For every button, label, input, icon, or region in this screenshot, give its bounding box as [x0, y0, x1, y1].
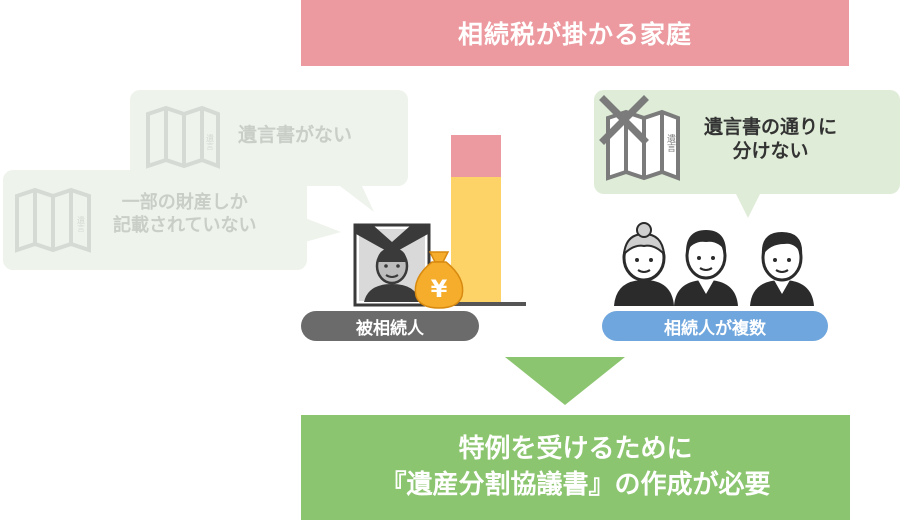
heir-man-icon	[674, 230, 738, 306]
will-document-icon: 遺言	[146, 105, 220, 169]
money-bag-symbol: ¥	[431, 275, 448, 303]
bubble-cannot-split-line1: 遺言書の通りに	[704, 116, 838, 138]
down-arrow-icon	[505, 357, 625, 405]
heir-young-man-icon	[750, 232, 814, 306]
heirs-label: 相続人が複数	[602, 311, 828, 341]
heir-woman-icon	[614, 222, 674, 306]
bubble-partial-assets: 遺言 一部の財産しか 記載されていない	[3, 170, 341, 270]
bubble-tail	[305, 218, 341, 242]
bar-top-segment	[451, 135, 501, 177]
bubble-partial-line2: 記載されていない	[113, 214, 257, 236]
decedent-label: 被相続人	[301, 311, 479, 341]
bubble-cannot-split: 遺言 遺言書の通りに 分けない	[594, 90, 900, 218]
heirs-group-icon	[614, 222, 814, 306]
bubble-no-will-text: 遺言書がない	[238, 124, 353, 146]
decedent-portrait-icon	[353, 223, 431, 307]
result-line1: 特例を受けるために	[458, 434, 693, 465]
bubble-tail	[340, 186, 374, 212]
will-document-label: 遺言	[665, 133, 676, 153]
money-bag-icon: ¥	[414, 251, 464, 309]
title-banner: 相続税が掛かる家庭	[301, 0, 849, 66]
result-box: 特例を受けるために 『遺産分割協議書』の作成が必要	[301, 415, 850, 520]
will-document-crossed-icon: 遺言	[599, 95, 680, 181]
will-document-label: 遺言	[77, 215, 86, 233]
will-document-label: 遺言	[206, 133, 215, 151]
decedent-label-text: 被相続人	[356, 318, 424, 339]
bubble-tail	[736, 194, 760, 218]
cross-icon	[599, 95, 649, 145]
result-line2: 『遺産分割協議書』の作成が必要	[380, 469, 771, 500]
bubble-partial-line1: 一部の財産しか	[121, 192, 248, 213]
title-text: 相続税が掛かる家庭	[457, 20, 692, 49]
heirs-label-text: 相続人が複数	[664, 318, 766, 339]
will-document-icon: 遺言	[15, 187, 91, 253]
bubble-cannot-split-line2: 分けない	[732, 139, 809, 162]
bar-baseline	[448, 302, 526, 306]
